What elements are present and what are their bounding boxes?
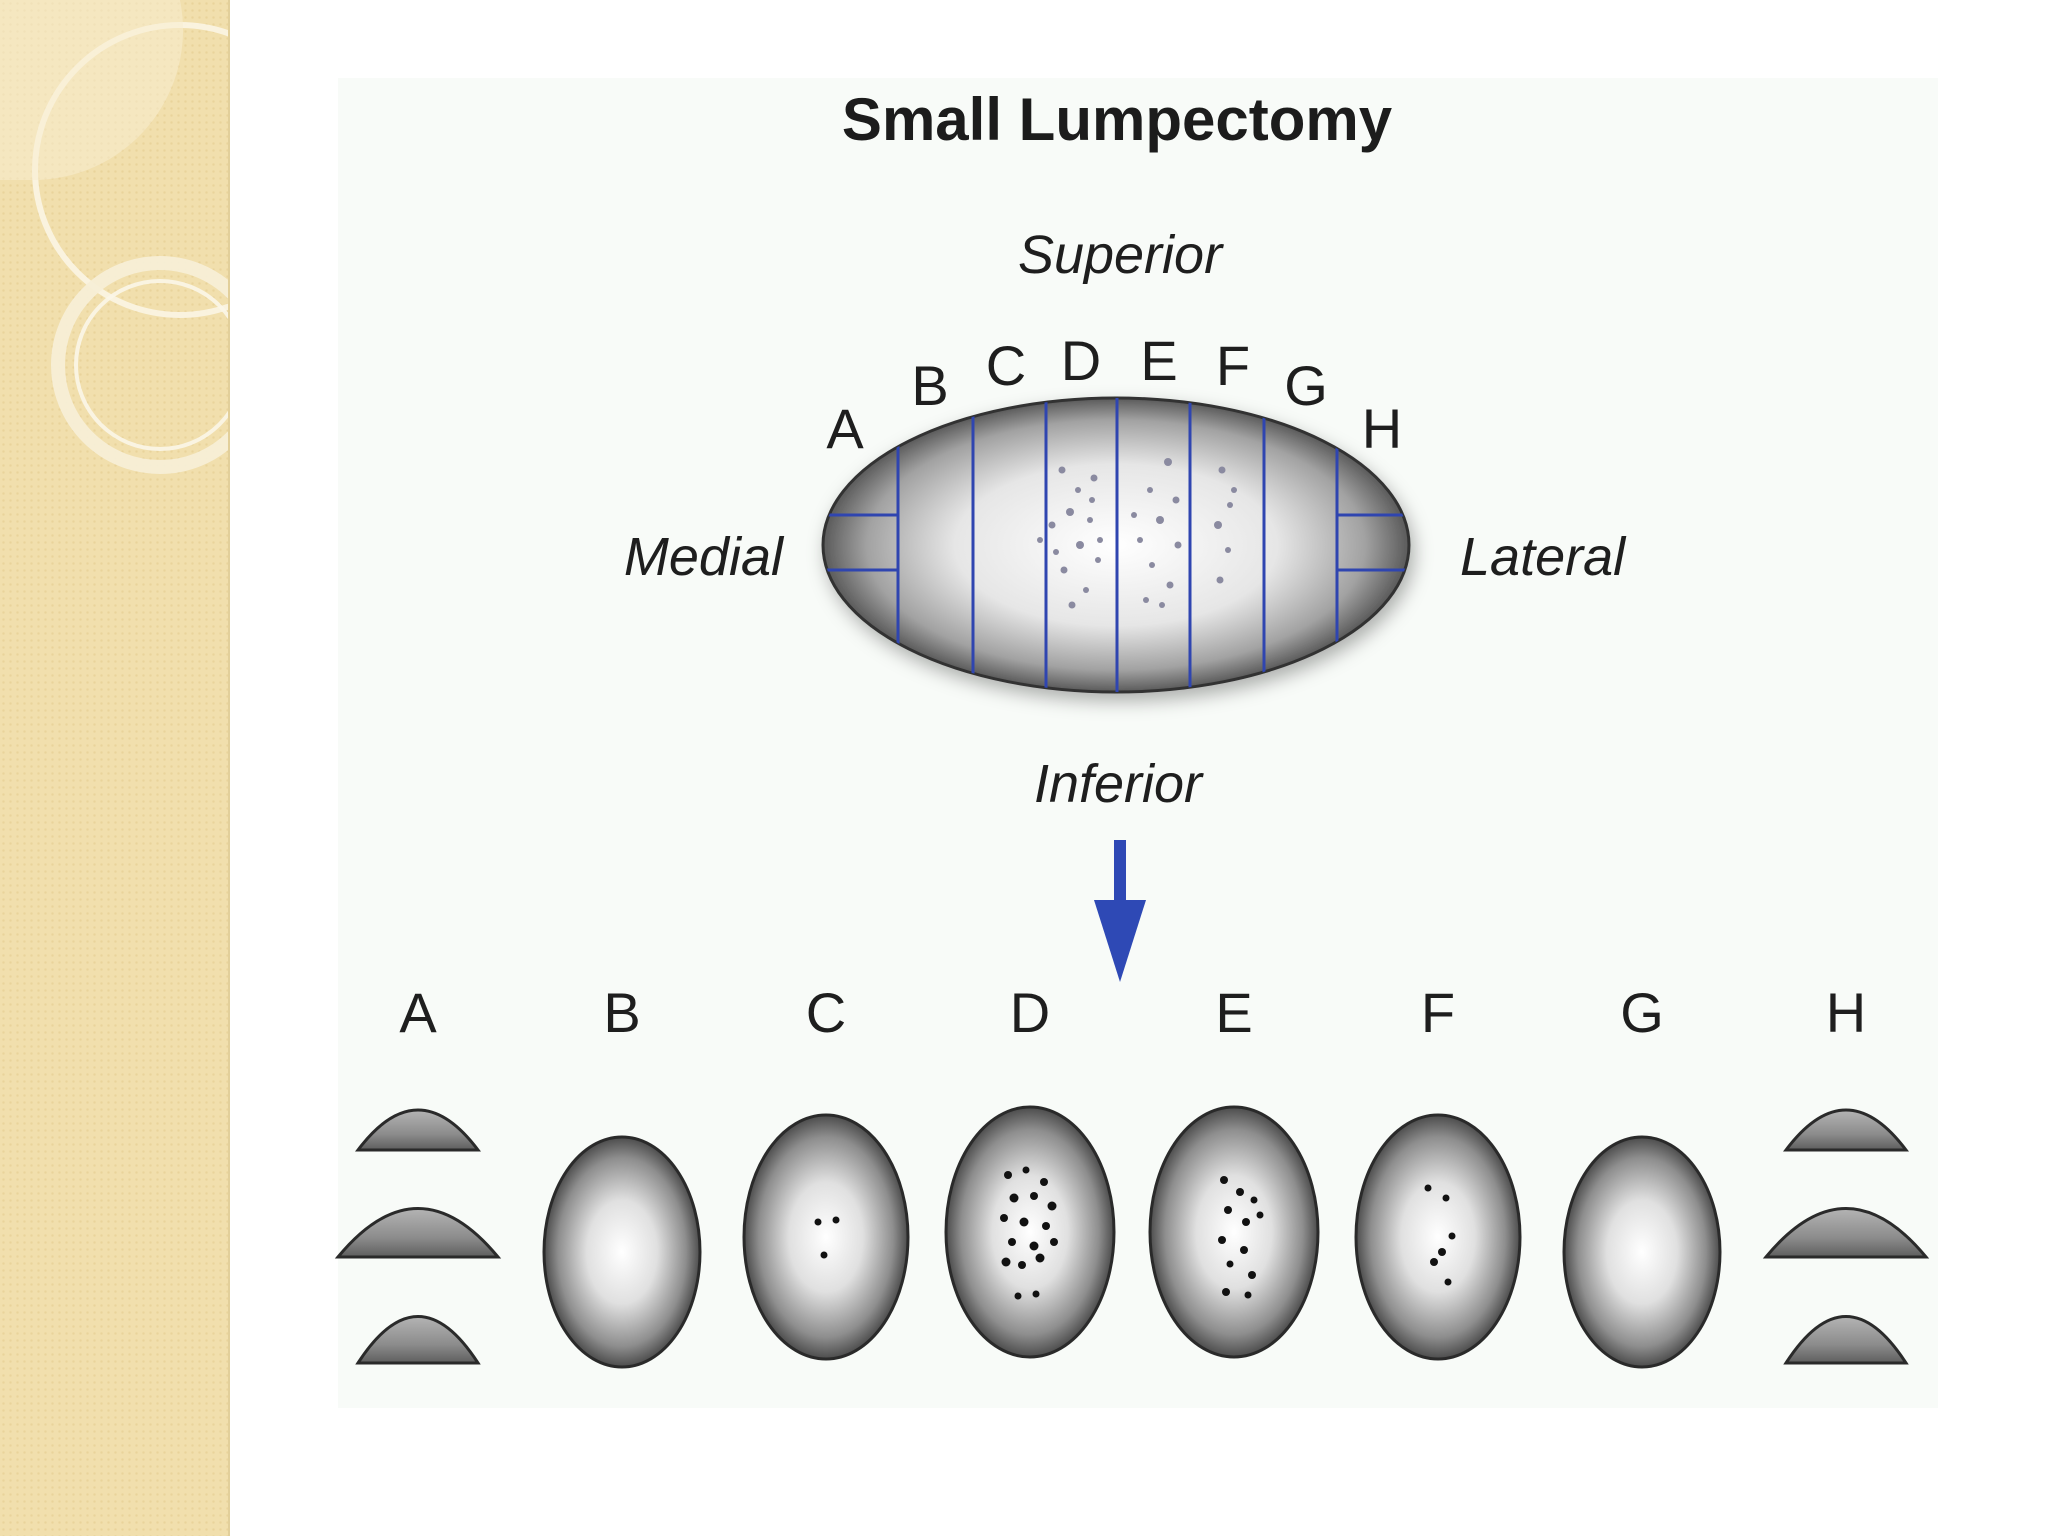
slice-label-f: F (1421, 981, 1455, 1044)
decorative-side-strip (0, 0, 230, 1536)
specimen-label-e: E (1140, 329, 1177, 392)
label-superior: Superior (1018, 225, 1224, 285)
specimen-label-f: F (1216, 334, 1250, 397)
slice-label-h: H (1826, 981, 1866, 1044)
slice-label-b: B (603, 981, 640, 1044)
diagram-title: Small Lumpectomy (842, 86, 1393, 153)
specimen-slice-labels: A B C D E F G H (826, 329, 1402, 460)
slice-h-cap-2 (1762, 1207, 1930, 1259)
specimen (821, 396, 1411, 694)
specimen-label-g: G (1284, 354, 1328, 417)
slice-e (1148, 1105, 1320, 1359)
slice-a-cap-2 (334, 1207, 502, 1259)
slice-b (542, 1135, 702, 1369)
specimen-calcifications (1037, 458, 1237, 609)
slice-f (1354, 1113, 1522, 1361)
decorative-ring-icon (74, 279, 228, 451)
specimen-label-a: A (826, 397, 864, 460)
slice-h (1762, 1108, 1930, 1365)
label-medial: Medial (624, 527, 785, 587)
specimen-label-d: D (1061, 329, 1101, 392)
slice-a-cap-1 (354, 1108, 482, 1152)
slice-label-a: A (399, 981, 437, 1044)
slice-label-c: C (806, 981, 846, 1044)
slice-label-g: G (1620, 981, 1664, 1044)
label-lateral: Lateral (1460, 527, 1627, 587)
decorative-rings (0, 0, 228, 474)
slice-labels: A B C D E F G H (399, 981, 1866, 1044)
slice-h-cap-3 (1783, 1315, 1909, 1365)
decorative-ring-icon (51, 256, 228, 474)
slice-label-d: D (1010, 981, 1050, 1044)
slice-g (1562, 1135, 1722, 1369)
down-arrow-icon (1094, 840, 1146, 982)
specimen-label-c: C (986, 334, 1026, 397)
slice-a (334, 1108, 502, 1365)
slice-d (944, 1105, 1116, 1359)
slice-a-cap-3 (355, 1315, 481, 1365)
label-inferior: Inferior (1034, 754, 1204, 814)
specimen-label-h: H (1362, 397, 1402, 460)
slice-c (742, 1113, 910, 1361)
specimen-label-b: B (911, 354, 948, 417)
slice-label-e: E (1215, 981, 1252, 1044)
slice-h-cap-1 (1782, 1108, 1910, 1152)
